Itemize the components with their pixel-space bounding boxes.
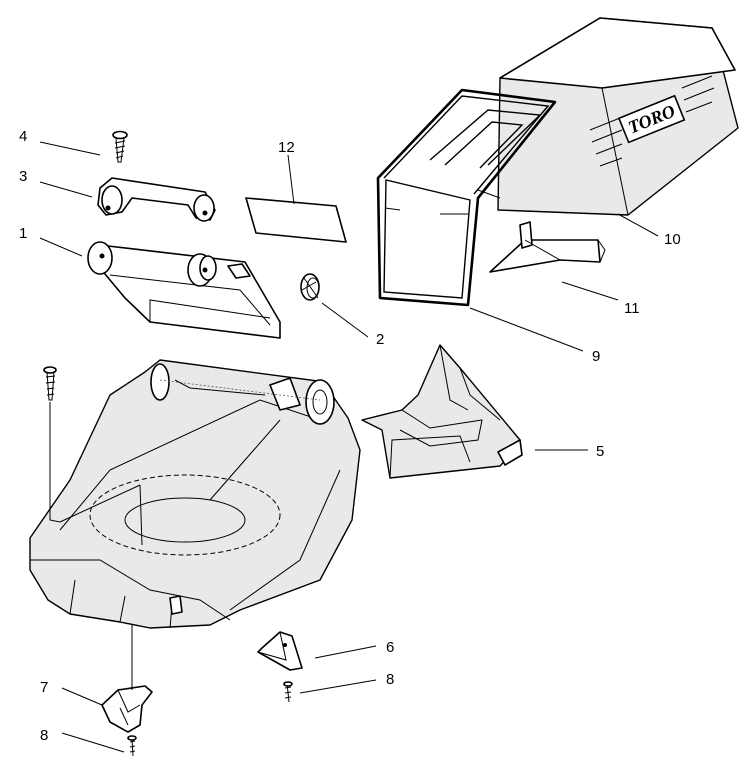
callout-2: 2 bbox=[376, 331, 384, 348]
screw-part-8-upper bbox=[283, 681, 293, 703]
screw-part-8-lower bbox=[127, 735, 137, 757]
callout-1: 1 bbox=[19, 225, 27, 242]
rear-pivot-part-1 bbox=[87, 241, 281, 339]
loose-screw bbox=[43, 366, 57, 401]
callout-3: 3 bbox=[19, 168, 27, 185]
bag-stripes bbox=[589, 75, 715, 167]
bracket-part-6 bbox=[257, 631, 303, 671]
mower-deck bbox=[29, 359, 361, 629]
grass-bag-part-10: TORO bbox=[497, 17, 739, 216]
callout-5: 5 bbox=[596, 443, 604, 460]
bag-frame-part-9 bbox=[376, 88, 557, 307]
spring-part-2 bbox=[300, 273, 320, 301]
decal-part-12 bbox=[245, 197, 347, 243]
cap-part-7 bbox=[101, 685, 153, 733]
callout-7: 7 bbox=[40, 679, 48, 696]
callout-6: 6 bbox=[386, 639, 394, 656]
leader-lines bbox=[39, 141, 659, 753]
rear-deflector-part-5 bbox=[361, 344, 523, 479]
callout-10: 10 bbox=[664, 231, 681, 248]
bag-bracket-part-11 bbox=[489, 221, 606, 273]
callout-11: 11 bbox=[624, 300, 640, 317]
callout-8-lower: 8 bbox=[40, 727, 48, 744]
handle-bracket-part-3 bbox=[97, 177, 216, 222]
callout-labels: 4 3 1 12 2 10 11 9 5 6 8 7 8 bbox=[19, 128, 681, 744]
callout-8-upper: 8 bbox=[386, 671, 394, 688]
screw-part-4 bbox=[112, 130, 128, 163]
callout-9: 9 bbox=[592, 348, 600, 365]
callout-4: 4 bbox=[19, 128, 27, 145]
callout-12: 12 bbox=[278, 139, 295, 156]
